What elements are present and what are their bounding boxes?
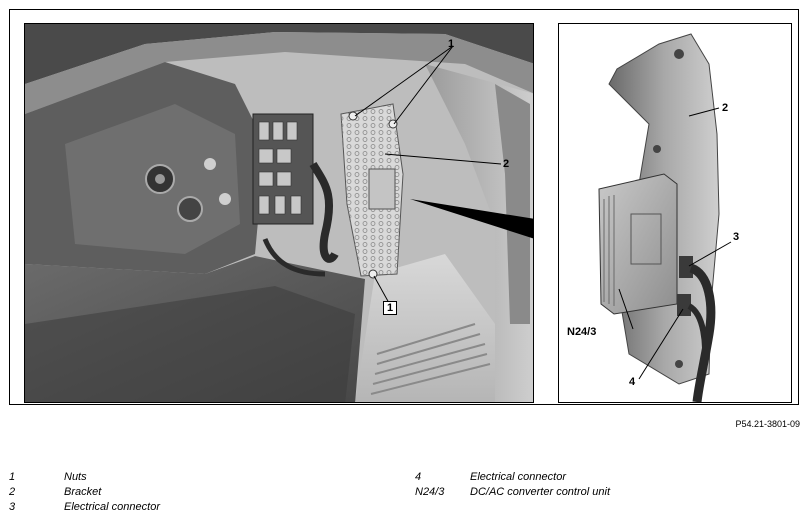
legend-text: Nuts: [64, 471, 87, 483]
legend-num: 3: [9, 501, 16, 513]
callout-control-unit: N24/3: [567, 326, 597, 338]
figure-frame: 1 2 1: [9, 9, 799, 405]
legend-text: Electrical connector: [64, 501, 160, 513]
legend-num: 2: [9, 486, 16, 498]
callout-connector-3: 3: [733, 231, 740, 243]
callout-bracket-main: 2: [503, 158, 510, 170]
callout-nuts-top: 1: [448, 38, 455, 50]
trunk-illustration: 1 2 1: [24, 23, 534, 403]
legend-num: 4: [415, 471, 422, 483]
callout-bracket-inset: 2: [722, 102, 729, 114]
legend-text: Electrical connector: [470, 471, 566, 483]
trunk-drawing: [25, 24, 533, 402]
callout-nuts-bottom: 1: [383, 301, 398, 315]
legend-num: N24/3: [415, 486, 445, 498]
legend-text: DC/AC converter control unit: [470, 486, 610, 498]
legend-text: Bracket: [64, 486, 102, 498]
callout-connector-4: 4: [629, 376, 636, 388]
inset-drawing: [559, 24, 791, 402]
legend-num: 1: [9, 471, 16, 483]
figure-reference: P54.21-3801-09: [735, 419, 800, 429]
inset-illustration: 2 3 N24/3 4: [558, 23, 792, 403]
